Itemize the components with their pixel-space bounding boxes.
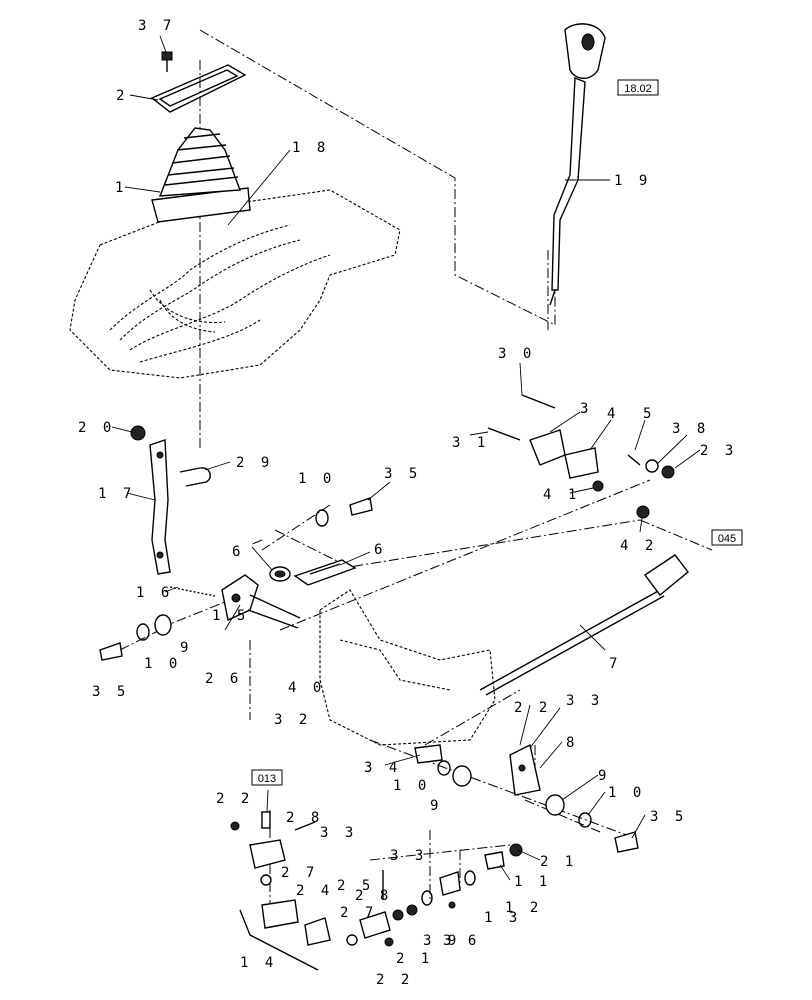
callout-4: 4 — [607, 406, 619, 422]
yoke-assembly-14 — [230, 811, 523, 971]
callout-39: 3 9 — [423, 933, 460, 949]
callout-17: 1 7 — [98, 486, 135, 502]
ref-label-18-02[interactable]: 18.02 — [624, 83, 652, 95]
callout-32: 3 2 — [274, 712, 311, 728]
callout-29: 2 9 — [236, 455, 273, 471]
callout-10b: 1 0 — [144, 656, 181, 672]
boot-gasket — [150, 64, 247, 113]
shift-lever-19 — [549, 23, 606, 306]
callout-2: 2 — [116, 88, 128, 104]
ref-label-013[interactable]: 013 — [258, 773, 276, 785]
floor-plate-outline — [69, 189, 401, 379]
washers-upper — [99, 497, 373, 661]
lever-bracket-17 — [130, 425, 171, 575]
callout-22a: 2 2 — [514, 700, 551, 716]
callout-41: 4 1 — [543, 487, 580, 503]
callout-9d: 9 — [598, 768, 610, 784]
callout-3: 3 — [580, 401, 592, 417]
callout-27b: 2 7 — [340, 905, 377, 921]
callout-40: 4 0 — [288, 680, 325, 696]
ref-label-045[interactable]: 045 — [718, 533, 736, 545]
callout-15: 1 5 — [212, 608, 249, 624]
callout-23: 2 3 — [700, 443, 737, 459]
callout-22b: 2 2 — [216, 791, 253, 807]
callout-16: 1 6 — [136, 585, 173, 601]
callout-35a: 3 5 — [384, 466, 421, 482]
plate-6 — [293, 559, 357, 586]
callout-36: 3 6 — [443, 933, 480, 949]
callout-30: 3 0 — [498, 346, 535, 362]
transmission-housing — [319, 589, 496, 746]
u-bolt-29 — [179, 467, 211, 487]
shaft-assembly-15 — [169, 574, 301, 629]
leader-lines — [111, 35, 701, 881]
callout-labels: 3 7 2 1 1 8 1 9 3 0 3 4 5 3 8 2 3 3 1 4 … — [78, 18, 737, 988]
callout-31: 3 1 — [452, 435, 489, 451]
callout-37: 3 7 — [138, 18, 175, 34]
callout-33a: 3 3 — [566, 693, 603, 709]
callout-10c: 1 0 — [393, 778, 430, 794]
ref-box-045[interactable]: 045 — [711, 529, 743, 546]
callout-5: 5 — [643, 406, 655, 422]
callout-42: 4 2 — [620, 538, 657, 554]
ref-box-013[interactable]: 013 — [251, 769, 283, 786]
shift-boot — [151, 127, 251, 223]
callout-19: 1 9 — [614, 173, 651, 189]
callout-21b: 2 1 — [396, 951, 433, 967]
callout-9b: 9 — [180, 640, 192, 656]
callout-11: 1 1 — [514, 874, 551, 890]
callout-9c: 9 — [430, 798, 442, 814]
callout-28a: 2 8 — [286, 810, 323, 826]
callout-18: 1 8 — [292, 140, 329, 156]
callout-13: 1 3 — [484, 910, 521, 926]
callout-22c: 2 2 — [376, 972, 413, 988]
detent-plates — [487, 394, 675, 519]
callout-28b: 2 8 — [355, 888, 392, 904]
callout-38: 3 8 — [672, 421, 709, 437]
callout-12: 1 2 — [505, 900, 542, 916]
callout-35c: 3 5 — [650, 809, 687, 825]
callout-25: 2 5 — [337, 878, 374, 894]
callout-6-label: 6 — [374, 542, 386, 558]
callout-21a: 2 1 — [540, 854, 577, 870]
callout-10a: 1 0 — [298, 471, 335, 487]
callout-6: 6 — [232, 544, 244, 560]
callout-14: 1 4 — [240, 955, 277, 971]
callout-26: 2 6 — [205, 671, 242, 687]
callout-8: 8 — [566, 735, 578, 751]
callout-33c: 3 3 — [390, 848, 427, 864]
ref-box-18-02[interactable]: 18.02 — [617, 79, 659, 96]
callout-1: 1 — [115, 180, 127, 196]
callout-35b: 3 5 — [92, 684, 129, 700]
callout-20: 2 0 — [78, 420, 115, 436]
callout-24: 2 4 — [296, 883, 333, 899]
callout-27a: 2 7 — [281, 865, 318, 881]
callout-34: 3 4 — [364, 760, 401, 776]
callout-33b: 3 3 — [320, 825, 357, 841]
linkage-8 — [414, 743, 639, 853]
callout-10d: 1 0 — [608, 785, 645, 801]
screw-37 — [161, 51, 173, 72]
callout-7: 7 — [609, 656, 621, 672]
shift-rod-7 — [479, 554, 689, 696]
